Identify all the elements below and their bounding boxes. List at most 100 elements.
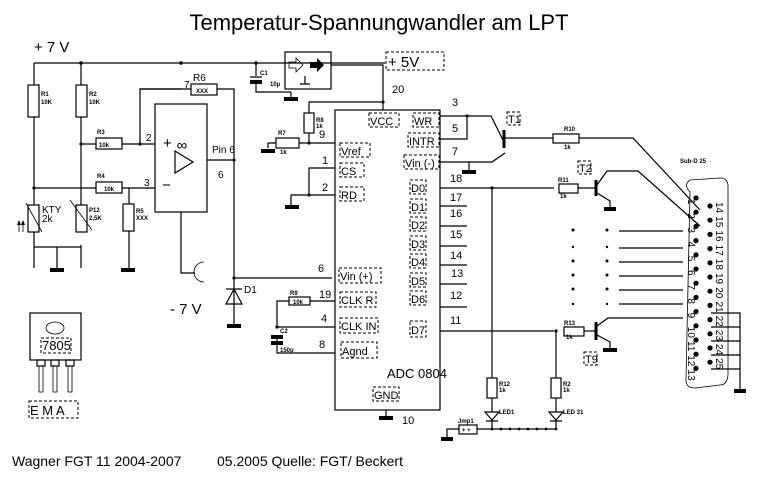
svg-text:20: 20 <box>392 84 404 96</box>
svg-text:2: 2 <box>322 182 328 194</box>
sub-d-pin-10 <box>693 323 699 329</box>
sub-d-pin-label: 24 <box>713 344 724 356</box>
sub-d-pin-label: 4 <box>685 242 696 248</box>
svg-text:1k: 1k <box>316 124 323 130</box>
sub-d-pin-label: 1 <box>685 199 696 205</box>
svg-text:3: 3 <box>144 178 150 189</box>
svg-text:10µ: 10µ <box>270 82 281 88</box>
svg-text:XXX: XXX <box>196 89 208 95</box>
sub-d-pin-13 <box>693 365 699 371</box>
adc-0804-chip <box>334 109 441 411</box>
sub-d-pin-23 <box>707 331 713 337</box>
svg-text:LED1: LED1 <box>499 410 515 416</box>
svg-text:1k: 1k <box>563 388 570 394</box>
svg-text:Pin 6: Pin 6 <box>212 145 235 156</box>
svg-text:R6: R6 <box>193 73 206 84</box>
svg-text:T9: T9 <box>585 354 598 366</box>
svg-text:ADC 0804: ADC 0804 <box>387 366 447 381</box>
svg-text:1k: 1k <box>499 388 506 394</box>
footer-source: 05.2005 Quelle: FGT/ Beckert <box>217 453 403 469</box>
svg-text:10: 10 <box>402 415 414 427</box>
svg-text:1k: 1k <box>280 150 287 156</box>
svg-text:13: 13 <box>451 268 463 280</box>
sub-d-pin-label: 19 <box>713 273 724 285</box>
sub-d-pin-5 <box>693 252 699 258</box>
sub-d-pin-label: 14 <box>713 202 724 214</box>
sub-d-pin-label: 11 <box>685 341 696 352</box>
resistor-r8 <box>303 112 315 134</box>
svg-text:12: 12 <box>450 290 462 302</box>
svg-text:D7: D7 <box>411 325 425 337</box>
svg-text:18: 18 <box>450 173 462 185</box>
sub-d-pin-19 <box>707 274 713 280</box>
svg-text:10k: 10k <box>104 187 115 193</box>
svg-text:7: 7 <box>452 146 458 158</box>
svg-text:9: 9 <box>319 129 325 141</box>
svg-text:R13: R13 <box>564 321 576 327</box>
svg-text:6: 6 <box>218 170 224 181</box>
svg-text:16: 16 <box>450 208 462 220</box>
svg-text:CLK IN: CLK IN <box>341 321 377 333</box>
led31 <box>547 411 565 422</box>
svg-text:RD: RD <box>341 190 357 202</box>
svg-text:4: 4 <box>321 313 327 325</box>
sub-d-pin-12 <box>693 351 699 357</box>
data-bus: D0 D1 D2 D3 D4 D5 D6 D7 18 17 16 15 14 1… <box>409 173 558 338</box>
sub-d-pin-17 <box>707 246 713 252</box>
sub-d-pin-7 <box>693 280 699 286</box>
svg-text:5: 5 <box>452 123 458 135</box>
svg-text:7: 7 <box>184 80 190 91</box>
svg-text:C2: C2 <box>280 329 288 335</box>
sub-d-pin-16 <box>707 231 713 237</box>
svg-text:10K: 10K <box>89 100 101 106</box>
svg-text:D6: D6 <box>411 294 425 306</box>
svg-text:WR: WR <box>414 116 432 128</box>
footer-author: Wagner FGT 11 2004-2007 <box>12 453 182 469</box>
svg-text:XXX: XXX <box>136 216 148 222</box>
svg-text:1: 1 <box>322 155 328 167</box>
sub-d-pin-8 <box>693 294 699 300</box>
svg-text:T2: T2 <box>579 163 592 175</box>
svg-text:R8: R8 <box>316 118 324 124</box>
sub-d-pin-label: 16 <box>713 230 724 242</box>
sub-d-pin-1 <box>693 195 699 201</box>
sub-d-pin-18 <box>707 260 713 266</box>
sub-d-pin-22 <box>707 317 713 323</box>
svg-text:15: 15 <box>450 229 462 241</box>
resistor-r10 <box>552 133 580 144</box>
sub-d-pin-label: 25 <box>713 358 724 370</box>
voltage-regulator-block <box>284 51 332 90</box>
svg-text:D4: D4 <box>411 257 425 269</box>
sensor-kty <box>27 204 40 233</box>
sub-d-pin-label: 3 <box>685 227 696 233</box>
sub-d-pin-label: 20 <box>713 287 724 299</box>
resistor-r11 <box>558 183 579 194</box>
svg-text:D5: D5 <box>411 276 425 288</box>
sub-d-pin-label: 17 <box>713 245 724 257</box>
svg-text:D1: D1 <box>411 202 425 214</box>
svg-text:19: 19 <box>319 289 331 301</box>
svg-text:R10: R10 <box>564 127 576 133</box>
svg-text:R3: R3 <box>97 130 105 136</box>
svg-text:6: 6 <box>318 263 324 275</box>
svg-text:+ +: + + <box>462 428 471 434</box>
sub-d-pin-24 <box>707 345 713 351</box>
svg-text:Vin (+): Vin (+) <box>340 271 373 283</box>
sub-d-pin-label: 6 <box>685 270 696 276</box>
sub-d-pin-label: 15 <box>713 216 724 228</box>
svg-text:1k: 1k <box>560 194 567 200</box>
sub-d-pin-9 <box>693 309 699 315</box>
sub-d-pin-label: 22 <box>713 316 724 328</box>
potentiometer-p12 <box>75 204 88 233</box>
sub-d-pin-label: 23 <box>713 330 724 342</box>
resistor-r5 <box>122 203 135 232</box>
svg-text:Vin (-): Vin (-) <box>405 158 435 170</box>
svg-text:KTY: KTY <box>42 205 62 216</box>
svg-text:2k: 2k <box>42 214 54 225</box>
opamp <box>154 103 208 213</box>
sub-d-25-connector: Sub-D 25 <box>680 159 729 389</box>
svg-text:Agnd: Agnd <box>342 346 368 358</box>
jumper-jmp1[interactable] <box>458 424 478 435</box>
sub-d-pin-21 <box>707 302 713 308</box>
